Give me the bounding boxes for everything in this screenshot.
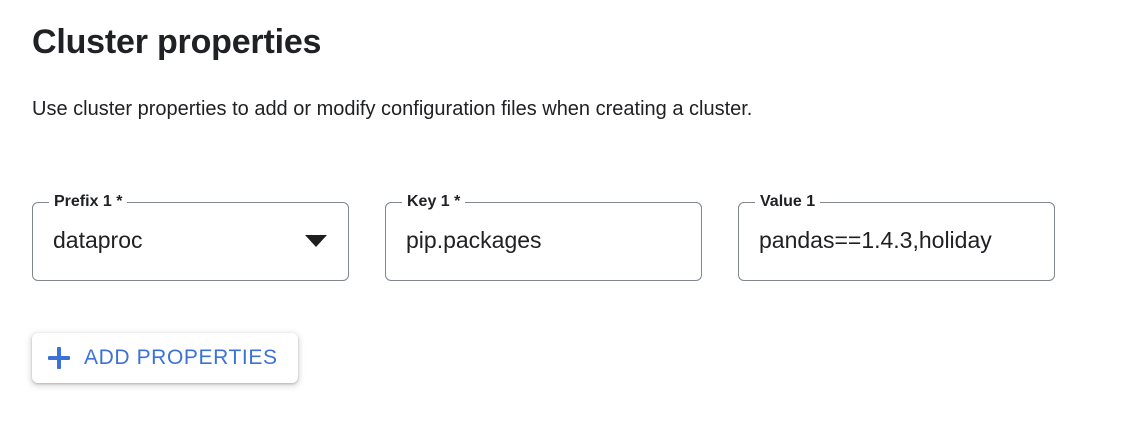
prefix-select-field[interactable]: Prefix 1 * dataproc: [32, 192, 349, 281]
add-properties-button[interactable]: ADD PROPERTIES: [32, 333, 298, 383]
value-input-value[interactable]: pandas==1.4.3,holiday: [759, 227, 992, 253]
properties-row: Prefix 1 * dataproc Key 1 * pip.packages…: [0, 192, 1122, 284]
key-input-field[interactable]: Key 1 * pip.packages: [385, 192, 702, 281]
prefix-field-label: Prefix 1 *: [49, 192, 128, 212]
key-input-value[interactable]: pip.packages: [406, 227, 542, 253]
dropdown-arrow-icon[interactable]: [305, 235, 327, 247]
key-field-label: Key 1 *: [402, 192, 466, 212]
page-description: Use cluster properties to add or modify …: [32, 98, 753, 120]
page-title: Cluster properties: [32, 23, 322, 61]
value-input-field[interactable]: Value 1 pandas==1.4.3,holiday: [738, 192, 1055, 281]
prefix-select-value[interactable]: dataproc: [53, 227, 143, 253]
value-field-label: Value 1: [755, 192, 821, 212]
plus-icon: [48, 347, 70, 369]
add-properties-button-label: ADD PROPERTIES: [84, 346, 278, 369]
